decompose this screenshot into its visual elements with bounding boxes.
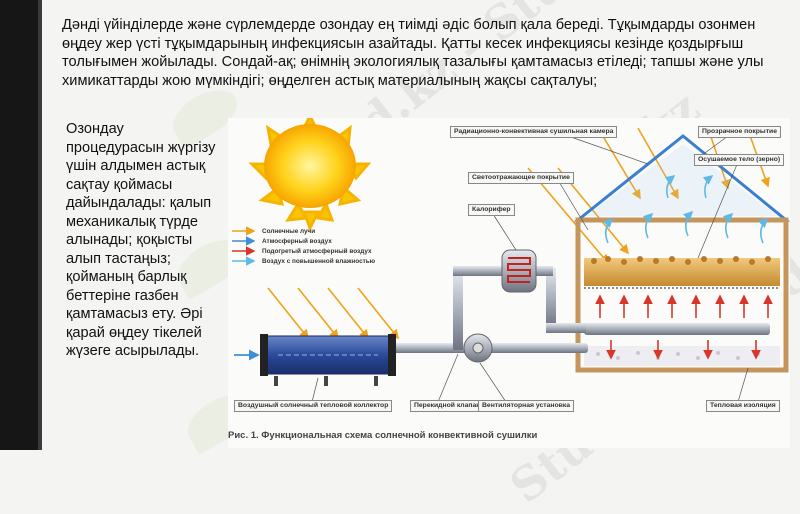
legend-swatches — [232, 226, 256, 266]
sidebar-accent-stripe — [38, 0, 42, 450]
diagram-graphics — [228, 118, 790, 448]
figure-caption: Рис. 1. Функциональная схема солнечной к… — [228, 430, 538, 441]
humid-air-arrows — [602, 174, 769, 244]
sun-rays — [267, 127, 770, 340]
legend-item: Подогретый атмосферный воздух — [262, 247, 372, 255]
label-leader-lines — [311, 135, 749, 403]
drying-chamber — [573, 134, 790, 373]
label-collector: Воздушный солнечный тепловой коллектор — [234, 400, 393, 412]
label-heater: Калорифер — [468, 204, 515, 216]
legend-item: Атмосферный воздух — [262, 237, 332, 245]
label-dried-body: Осушаемое тело (зерно) — [694, 154, 785, 166]
legend-item: Солнечные лучи — [262, 227, 316, 235]
solar-dryer-diagram: Солнечные лучи Атмосферный воздух Подогр… — [228, 118, 790, 448]
top-paragraph: Дәнді үйінділерде және сүрлемдерде озонд… — [62, 17, 764, 89]
label-insulation: Тепловая изоляция — [706, 400, 780, 412]
fan-icon — [463, 333, 493, 363]
label-fan: Вентиляторная установка — [478, 400, 574, 412]
left-sidebar-bar — [0, 0, 42, 450]
label-chamber: Радиационно-конвективная сушильная камер… — [450, 126, 618, 138]
solar-collector — [260, 334, 396, 386]
sun-icon — [248, 118, 372, 232]
heater-icon — [501, 249, 537, 293]
heated-air-arrows — [595, 294, 773, 360]
legend-item: Воздух с повышенной влажностью — [262, 257, 376, 265]
label-cover: Прозрачное покрытие — [698, 126, 782, 138]
label-reflective: Светоотражающее покрытие — [468, 172, 574, 184]
label-valve: Перекидной клапан — [410, 400, 485, 412]
diagram-legend: Солнечные лучи Атмосферный воздух Подогр… — [262, 226, 375, 266]
side-paragraph: Озондау процедурасын жүргізу үшін алдыме… — [66, 121, 216, 359]
